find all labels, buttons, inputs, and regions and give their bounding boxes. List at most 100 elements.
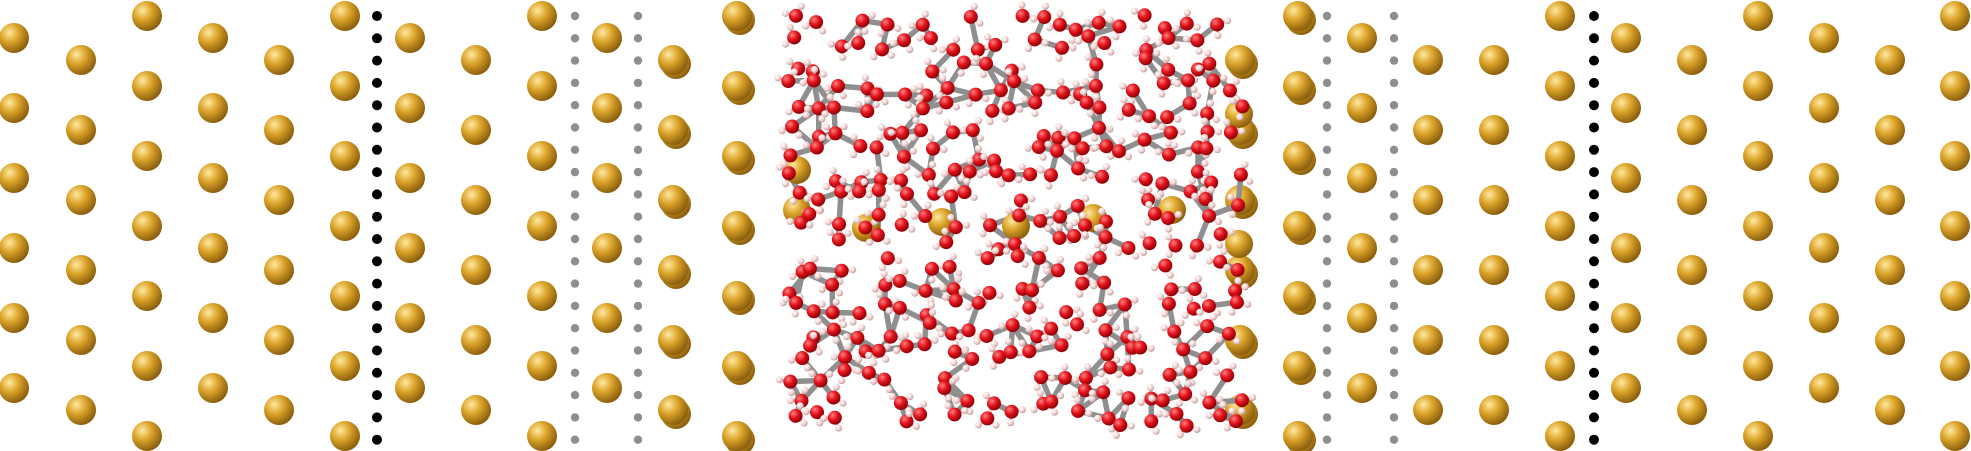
- hydrogen-atom: [875, 290, 883, 299]
- hydrogen-atom: [810, 65, 819, 74]
- oxygen-atom: [1103, 360, 1118, 375]
- hydrogen-atom: [1227, 228, 1236, 236]
- hydrogen-atom: [865, 351, 873, 360]
- hydrogen-atom: [1152, 427, 1160, 435]
- divider-dot: [633, 257, 643, 266]
- oxygen-atom: [1028, 95, 1043, 110]
- oxygen-atom: [989, 164, 1004, 179]
- oxygen-atom: [922, 315, 937, 330]
- hydrogen-atom: [894, 257, 903, 265]
- oxygen-atom: [871, 207, 886, 222]
- hydrogen-atom: [906, 46, 914, 54]
- hydrogen-atom: [894, 24, 902, 32]
- oxygen-atom: [1179, 418, 1194, 433]
- oxygen-atom: [1068, 22, 1083, 37]
- hydrogen-atom: [1194, 275, 1202, 283]
- hydrogen-atom: [1002, 247, 1011, 255]
- hydrogen-atom: [1107, 152, 1115, 160]
- hydrogen-atom: [1018, 406, 1026, 414]
- hydrogen-atom: [901, 331, 910, 339]
- hydrogen-atom: [872, 100, 880, 109]
- hydrogen-atom: [941, 170, 949, 178]
- metal-atom: [132, 1, 162, 31]
- oxygen-atom: [1156, 76, 1171, 91]
- divider-dot: [372, 144, 382, 155]
- metal-atom: [1283, 1, 1313, 31]
- hydrogen-atom: [964, 303, 973, 311]
- hydrogen-atom: [1029, 15, 1038, 23]
- metal-atom: [330, 71, 360, 101]
- oxygen-atom: [861, 365, 876, 380]
- metal-atom: [1809, 163, 1839, 193]
- oxygen-atom: [883, 329, 898, 344]
- oxygen-atom: [1142, 109, 1157, 124]
- oxygen-atom: [960, 393, 975, 408]
- oxygen-atom: [937, 371, 952, 386]
- hydrogen-atom: [921, 10, 929, 18]
- hydrogen-atom: [927, 301, 935, 309]
- divider-dot: [633, 390, 643, 400]
- hydrogen-atom: [1172, 25, 1180, 33]
- oxygen-atom: [1138, 172, 1153, 187]
- metal-atom: [658, 45, 688, 75]
- divider-dot: [1322, 301, 1332, 311]
- divider-dot: [1589, 300, 1599, 311]
- oxygen-atom: [917, 337, 932, 352]
- oxygen-atom: [945, 125, 960, 140]
- oxygen-atom: [783, 148, 798, 163]
- metal-atom: [264, 255, 294, 285]
- divider-dot: [1589, 278, 1599, 289]
- divider-dot: [372, 367, 382, 378]
- divider-dot: [570, 346, 580, 355]
- hydrogen-atom: [1024, 144, 1032, 152]
- hydrogen-atom: [776, 163, 784, 171]
- oxygen-atom: [1189, 238, 1204, 253]
- hydrogen-atom: [839, 92, 847, 100]
- left-metal-slab: [0, 1, 755, 451]
- oxygen-atom: [832, 217, 847, 232]
- divider-dot: [1322, 368, 1332, 377]
- hydrogen-atom: [1205, 411, 1213, 420]
- hydrogen-atom: [970, 2, 978, 10]
- oxygen-atom: [1071, 161, 1086, 176]
- hydrogen-atom: [1004, 337, 1012, 346]
- hydrogen-atom: [1090, 43, 1098, 51]
- oxygen-atom: [827, 410, 842, 425]
- hydrogen-atom: [1236, 113, 1244, 121]
- divider-dot: [372, 77, 382, 88]
- oxygen-atom: [860, 104, 875, 119]
- hydrogen-atom: [1153, 49, 1161, 57]
- hydrogen-atom: [1016, 105, 1024, 113]
- hydrogen-atom: [1127, 333, 1135, 341]
- hydrogen-atom: [941, 293, 950, 301]
- divider-dot: [372, 11, 382, 21]
- metal-atom: [1611, 93, 1641, 123]
- hydrogen-atom: [914, 331, 922, 340]
- oxygen-atom: [1030, 329, 1045, 344]
- oxygen-atom: [1202, 208, 1217, 223]
- hydrogen-atom: [1002, 237, 1010, 246]
- divider-dot: [633, 368, 643, 377]
- oxygen-atom: [1070, 198, 1085, 213]
- hydrogen-atom: [839, 53, 847, 61]
- oxygen-atom: [1204, 175, 1219, 190]
- hydrogen-atom: [1206, 99, 1214, 107]
- metal-atom: [1940, 421, 1970, 451]
- oxygen-atom: [1037, 10, 1052, 25]
- hydrogen-atom: [790, 68, 798, 76]
- hydrogen-atom: [935, 324, 943, 333]
- hydrogen-atom: [1116, 113, 1124, 121]
- metal-atom: [395, 93, 425, 123]
- divider-dot: [372, 434, 382, 445]
- hydrogen-atom: [840, 122, 848, 131]
- hydrogen-atom: [844, 42, 852, 50]
- divider-dot: [633, 167, 643, 177]
- metal-atom: [527, 421, 557, 451]
- oxygen-atom: [1067, 228, 1082, 243]
- divider-dot: [1589, 323, 1599, 334]
- hydrogen-atom: [1216, 241, 1224, 249]
- hydrogen-atom: [818, 134, 826, 142]
- metal-atom: [1283, 281, 1313, 311]
- hydrogen-atom: [1199, 389, 1208, 397]
- hydrogen-atom: [774, 74, 782, 82]
